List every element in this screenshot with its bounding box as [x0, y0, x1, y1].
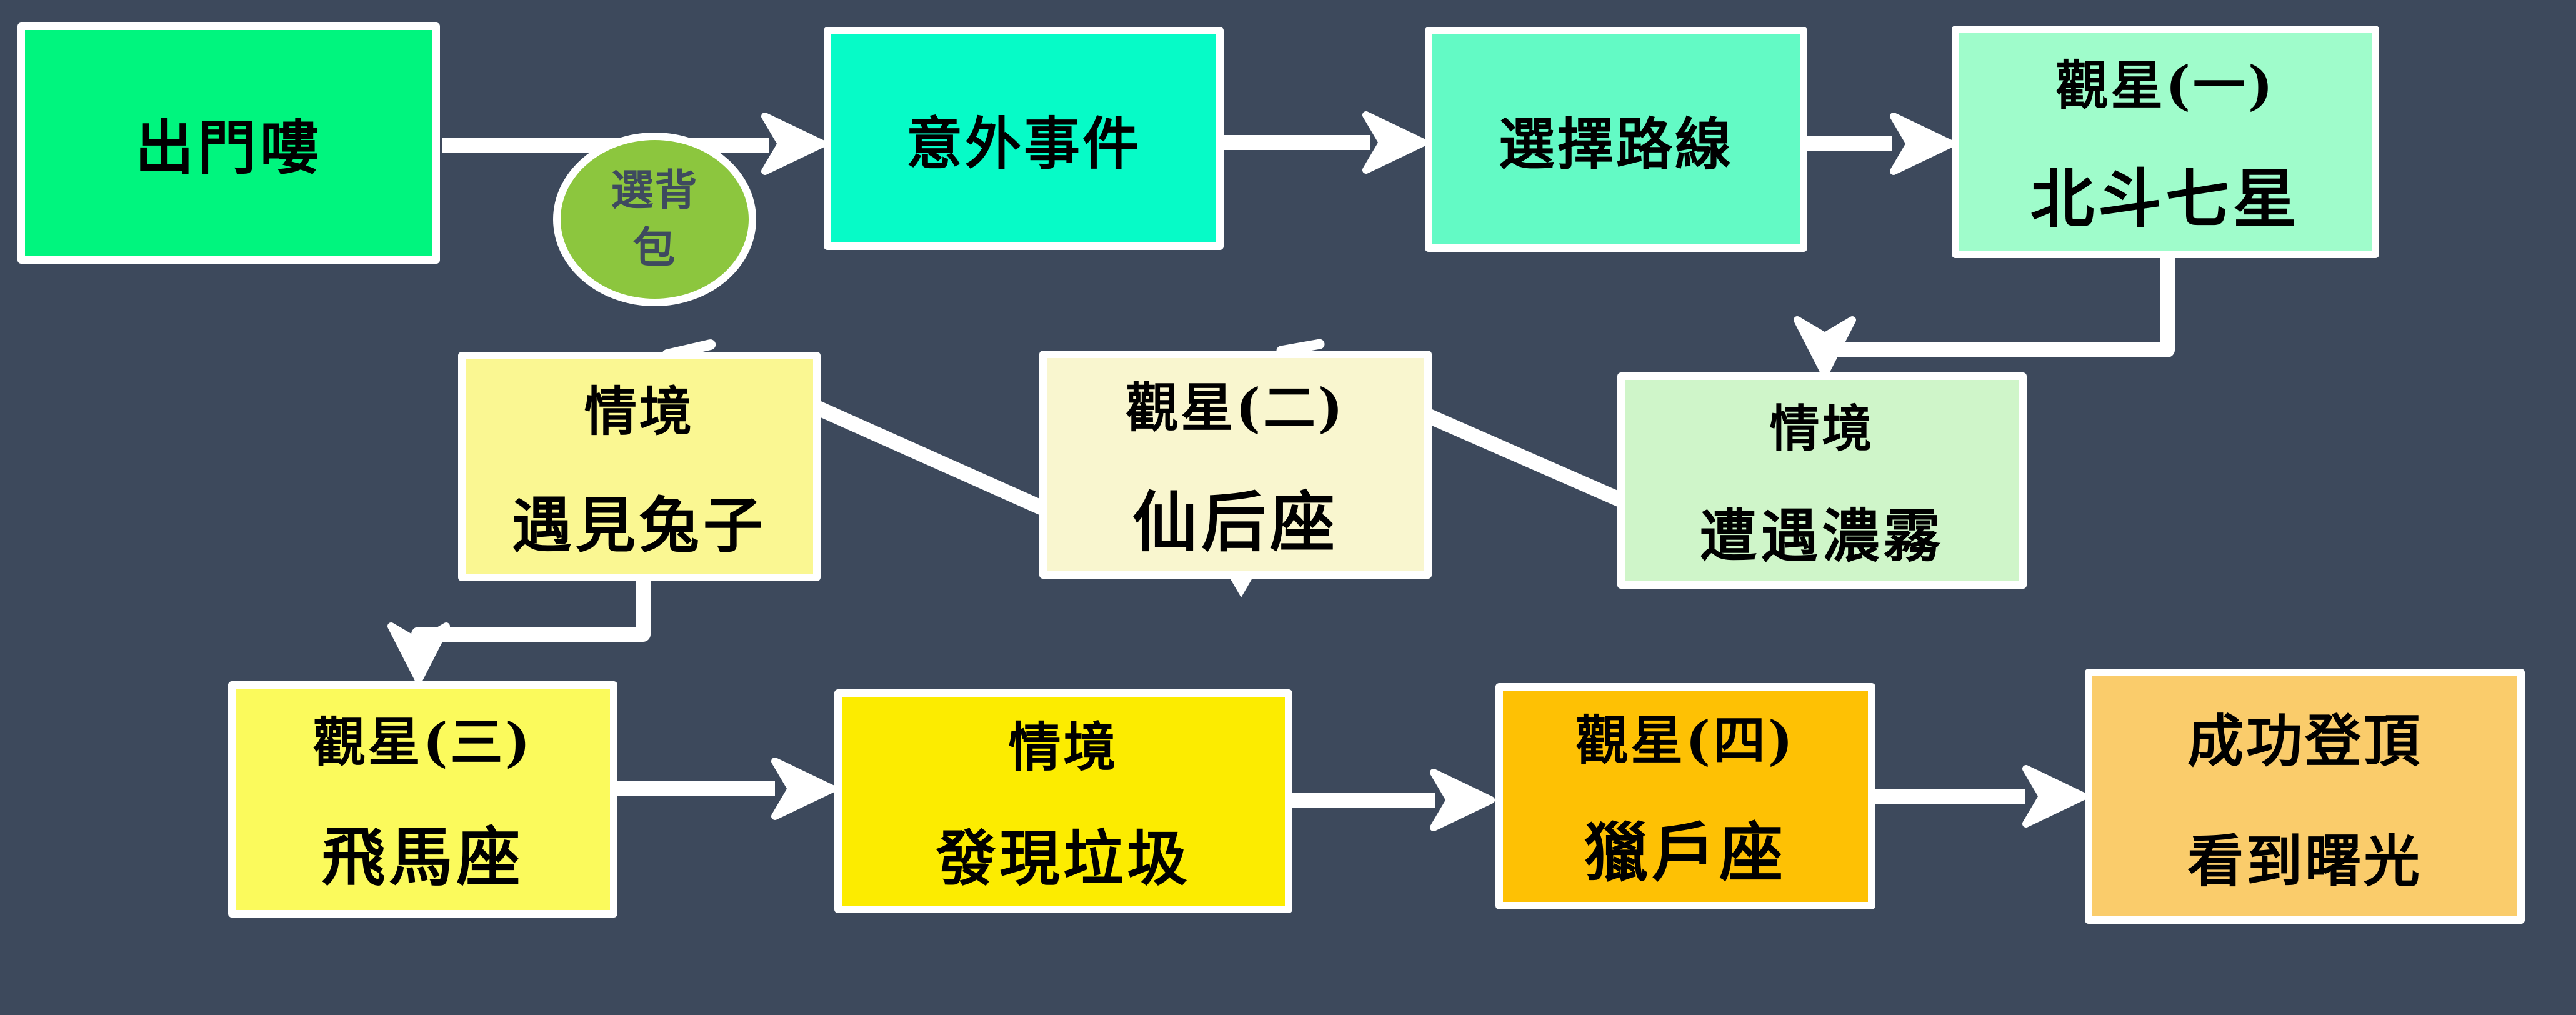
node-scenario-rabbit: 情境 遇見兔子 [458, 352, 821, 581]
arrowhead-route-to-stargazing1 [1890, 112, 1955, 175]
node-stargazing-3: 觀星(三) 飛馬座 [228, 681, 617, 918]
node-stargazing-1-line1: 觀星(一) [2055, 54, 2275, 116]
node-stargazing-1: 觀星(一) 北斗七星 [1952, 26, 2379, 258]
node-scenario-fog-line1: 情境 [1769, 399, 1875, 458]
elbow-stargazing1-to-fog [1817, 254, 2175, 358]
node-stargazing-3-line1: 觀星(三) [312, 711, 533, 773]
node-accident-label: 意外事件 [906, 110, 1141, 177]
node-stargazing-2-line2: 仙后座 [1132, 483, 1339, 561]
node-stargazing-2-line1: 觀星(二) [1126, 376, 1345, 439]
node-choose-route: 選擇路線 [1425, 27, 1807, 252]
node-choose-backpack-line1: 選背 [611, 166, 699, 216]
node-choose-route-label: 選擇路線 [1499, 111, 1734, 178]
node-scenario-rabbit-line1: 情境 [584, 380, 694, 442]
arrowhead-start-to-accident [761, 112, 826, 175]
node-stargazing-4-line1: 觀星(四) [1575, 709, 1795, 771]
node-choose-backpack-line2: 包 [632, 223, 677, 273]
node-scenario-trash: 情境 發現垃圾 [834, 689, 1292, 913]
arrowhead-pegasus-to-trash [771, 758, 836, 820]
node-summit-line1: 成功登頂 [2187, 708, 2422, 774]
node-stargazing-1-line2: 北斗七星 [2030, 162, 2300, 237]
node-scenario-fog-line2: 遭遇濃霧 [1699, 502, 1945, 570]
node-scenario-trash-line2: 發現垃圾 [936, 823, 1191, 894]
arrowhead-trash-to-orion [1430, 769, 1495, 831]
node-summit: 成功登頂 看到曙光 [2085, 669, 2525, 924]
arrowhead-rabbit-to-pegasus [387, 622, 450, 684]
node-start: 出門嘍 [17, 22, 440, 264]
node-scenario-rabbit-line2: 遇見兔子 [512, 489, 767, 561]
node-choose-backpack: 選背 包 [553, 132, 756, 306]
node-summit-line2: 看到曙光 [2187, 828, 2422, 894]
elbow-rabbit-to-pegasus [411, 578, 651, 646]
node-stargazing-4: 觀星(四) 獵戶座 [1495, 683, 1875, 909]
node-stargazing-4-line2: 獵戶座 [1584, 816, 1787, 891]
node-stargazing-2: 觀星(二) 仙后座 [1039, 351, 1432, 579]
arrowhead-orion-to-summit [2022, 765, 2087, 828]
node-scenario-trash-line1: 情境 [1008, 716, 1119, 778]
arrowhead-accident-to-route [1362, 111, 1427, 174]
node-start-label: 出門嘍 [134, 114, 322, 182]
node-scenario-fog: 情境 遭遇濃霧 [1617, 372, 2027, 589]
node-stargazing-3-line2: 飛馬座 [321, 820, 524, 895]
node-accident: 意外事件 [824, 27, 1224, 250]
arrowhead-stargazing1-to-fog [1794, 316, 1856, 378]
